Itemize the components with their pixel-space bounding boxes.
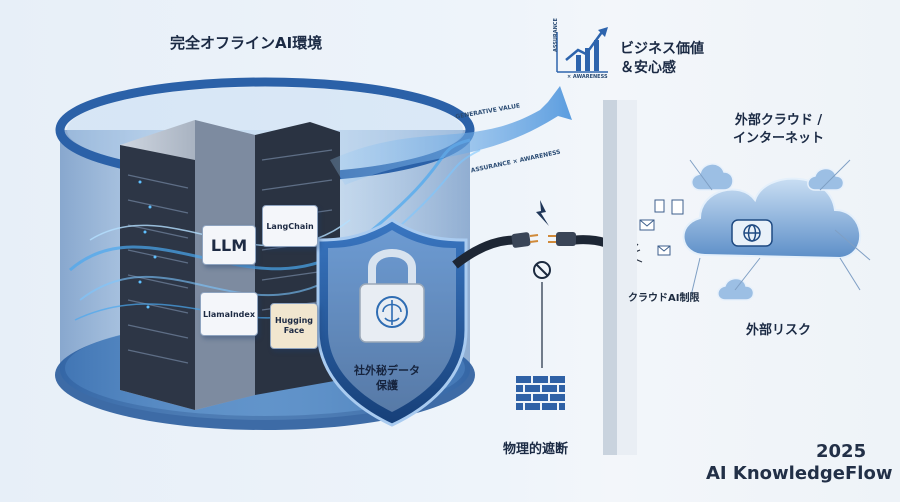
offline-environment-title: 完全オフラインAI環境 bbox=[170, 34, 323, 52]
partition-wall bbox=[603, 100, 637, 455]
spark-icon bbox=[536, 200, 549, 226]
server-rack-icon bbox=[120, 120, 340, 410]
business-value-line1: ビジネス価値 bbox=[620, 41, 704, 57]
llm-chip: LLM bbox=[202, 225, 256, 265]
shield-caption: 社外秘データ 保護 bbox=[337, 363, 437, 393]
rising-chart-icon bbox=[556, 27, 608, 73]
shield-caption-line2: 保護 bbox=[376, 379, 398, 392]
external-cloud-line1: 外部クラウド / bbox=[734, 113, 823, 128]
cloud-icon bbox=[682, 159, 871, 301]
no-entry-icon bbox=[533, 261, 551, 279]
external-risk-label: 外部リスク bbox=[746, 323, 812, 338]
chart-caption-text: × AWARENESS bbox=[567, 74, 608, 80]
shield-caption-line1: 社外秘データ bbox=[354, 364, 420, 377]
hugging-face-chip: Hugging Face bbox=[270, 303, 318, 349]
padlock-brain-icon bbox=[359, 249, 425, 343]
chart-axis-text: ASSURANCE bbox=[553, 18, 559, 52]
business-value-line2: ＆安心感 bbox=[620, 60, 676, 76]
physical-cutoff-label: 物理的遮断 bbox=[503, 442, 569, 457]
langchain-chip: LangChain bbox=[262, 205, 318, 247]
value-arrow bbox=[330, 86, 572, 185]
email-icon bbox=[639, 219, 671, 256]
year-label: 2025 bbox=[816, 441, 867, 462]
external-cloud-line2: インターネット bbox=[733, 131, 825, 146]
brand-label: AI KnowledgeFlow bbox=[706, 463, 893, 484]
cable-plug-icon bbox=[452, 232, 539, 269]
external-cloud-label: 外部クラウド / インターネット bbox=[733, 112, 824, 148]
cloud-ai-limit-label: クラウドAI制限 bbox=[628, 293, 700, 304]
globe-icon bbox=[731, 219, 773, 247]
business-value-label: ビジネス価値 ＆安心感 bbox=[620, 40, 704, 78]
document-icon bbox=[654, 199, 684, 215]
brick-wall-icon bbox=[516, 376, 565, 410]
llamaindex-chip: LlamaIndex bbox=[200, 292, 258, 336]
